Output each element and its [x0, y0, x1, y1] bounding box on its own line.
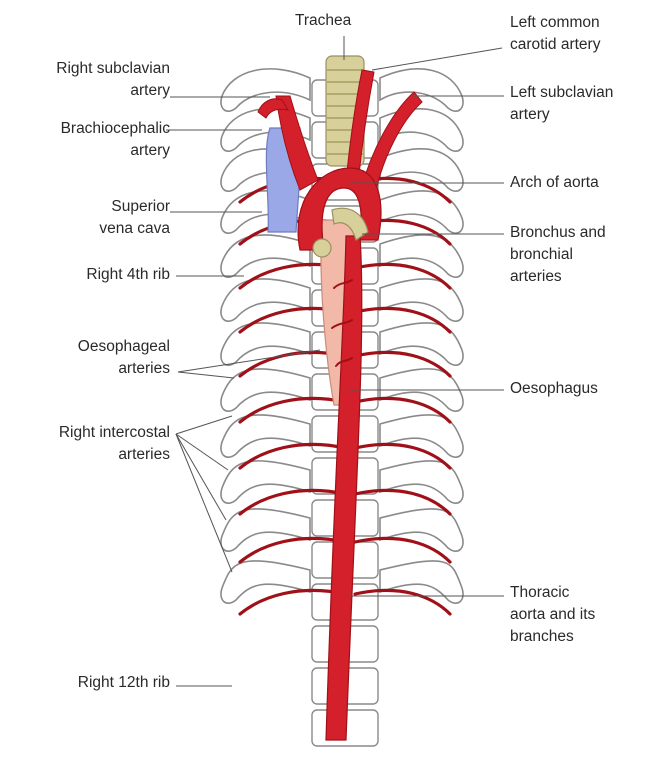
label-trachea: Trachea: [295, 10, 351, 32]
label-arch-of-aorta: Arch of aorta: [510, 172, 599, 194]
rib-left-1: [380, 69, 463, 111]
rib-right-6: [221, 279, 310, 321]
leader-left-common-carotid: [372, 48, 502, 70]
label-oesophagus: Oesophagus: [510, 378, 598, 400]
rib-right-9: [221, 415, 310, 457]
leader-oesophageal-2: [178, 372, 234, 378]
rib-right-8: [221, 369, 310, 411]
label-right-12th-rib: Right 12th rib: [78, 672, 170, 694]
rib-right-12: [221, 561, 310, 603]
leader-intercostal-3: [176, 434, 226, 520]
right-bronchus: [313, 239, 331, 257]
label-right-4th-rib: Right 4th rib: [86, 264, 170, 286]
left-ribs: [380, 69, 463, 603]
leader-intercostal-1: [176, 416, 232, 434]
rib-right-5: [221, 235, 310, 277]
rib-right-10: [221, 461, 310, 503]
rib-right-11: [221, 509, 310, 551]
